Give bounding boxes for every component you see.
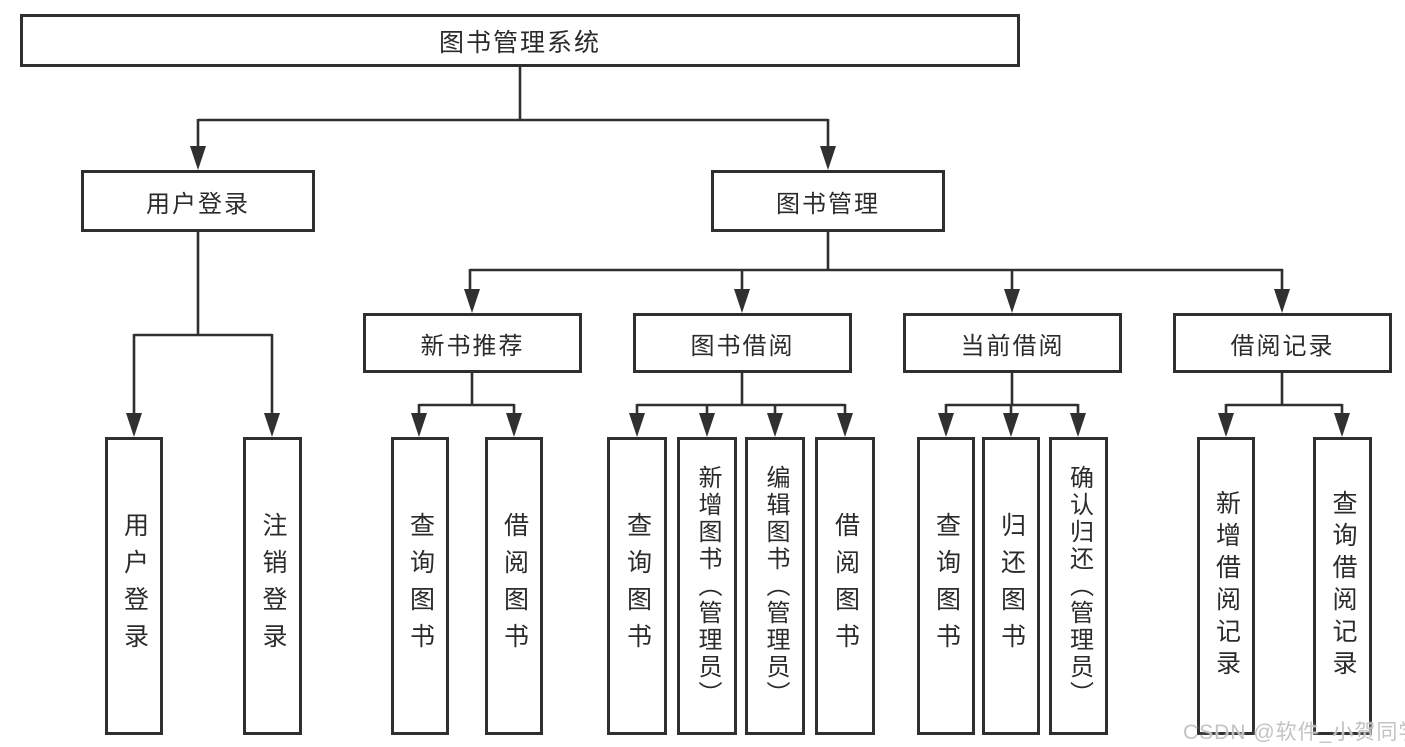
node-borrow-records: 借阅记录 — [1173, 313, 1392, 373]
csdn-watermark: CSDN @软件_小贺同学 — [1183, 721, 1405, 744]
leaf-logout-label: 注销登录 — [259, 512, 287, 660]
node-new-book-recommend-label: 新书推荐 — [420, 332, 525, 360]
node-borrow-records-label: 借阅记录 — [1230, 332, 1335, 360]
leaf-user-login-label: 用户登录 — [120, 512, 149, 660]
leaf-confirm-return-admin: 确认归还（管理员） — [1049, 437, 1108, 735]
leaf-query-books-current-label: 查询图书 — [932, 512, 961, 660]
node-book-management-label: 图书管理 — [776, 190, 880, 218]
leaf-query-books-borrow-label: 查询图书 — [623, 512, 652, 660]
node-book-management: 图书管理 — [711, 170, 945, 232]
leaf-query-books-current: 查询图书 — [917, 437, 975, 735]
leaf-edit-book-admin: 编辑图书（管理员） — [745, 437, 805, 735]
node-book-borrow-label: 图书借阅 — [690, 332, 795, 360]
node-user-login-label: 用户登录 — [146, 190, 250, 218]
leaf-query-books-recommend-label: 查询图书 — [406, 512, 435, 660]
node-current-borrow-label: 当前借阅 — [960, 332, 1065, 360]
node-user-login: 用户登录 — [81, 170, 315, 232]
leaf-logout: 注销登录 — [243, 437, 302, 735]
leaf-confirm-return-admin-label: 确认归还（管理员） — [1065, 464, 1093, 708]
leaf-query-books-borrow: 查询图书 — [607, 437, 667, 735]
leaf-query-books-recommend: 查询图书 — [391, 437, 449, 735]
leaf-add-book-admin: 新增图书（管理员） — [677, 437, 737, 735]
node-current-borrow: 当前借阅 — [903, 313, 1122, 373]
leaf-borrow-books-recommend-label: 借阅图书 — [500, 512, 529, 660]
leaf-edit-book-admin-label: 编辑图书（管理员） — [762, 464, 789, 708]
leaf-add-borrow-record-label: 新增借阅记录 — [1212, 490, 1241, 682]
leaf-return-book: 归还图书 — [982, 437, 1040, 735]
node-book-borrow: 图书借阅 — [633, 313, 852, 373]
leaf-add-book-admin-label: 新增图书（管理员） — [694, 464, 721, 708]
arrowhead-icons — [126, 146, 1350, 437]
node-system-root-label: 图书管理系统 — [438, 28, 601, 57]
leaf-query-borrow-record: 查询借阅记录 — [1313, 437, 1372, 735]
node-system-root: 图书管理系统 — [20, 14, 1020, 67]
leaf-add-borrow-record: 新增借阅记录 — [1197, 437, 1255, 735]
leaf-query-borrow-record-label: 查询借阅记录 — [1329, 490, 1357, 682]
leaf-borrow-books-borrow: 借阅图书 — [815, 437, 875, 735]
leaf-user-login: 用户登录 — [105, 437, 163, 735]
node-new-book-recommend: 新书推荐 — [363, 313, 582, 373]
leaf-return-book-label: 归还图书 — [997, 512, 1026, 660]
leaf-borrow-books-recommend: 借阅图书 — [485, 437, 543, 735]
leaf-borrow-books-borrow-label: 借阅图书 — [831, 512, 860, 660]
